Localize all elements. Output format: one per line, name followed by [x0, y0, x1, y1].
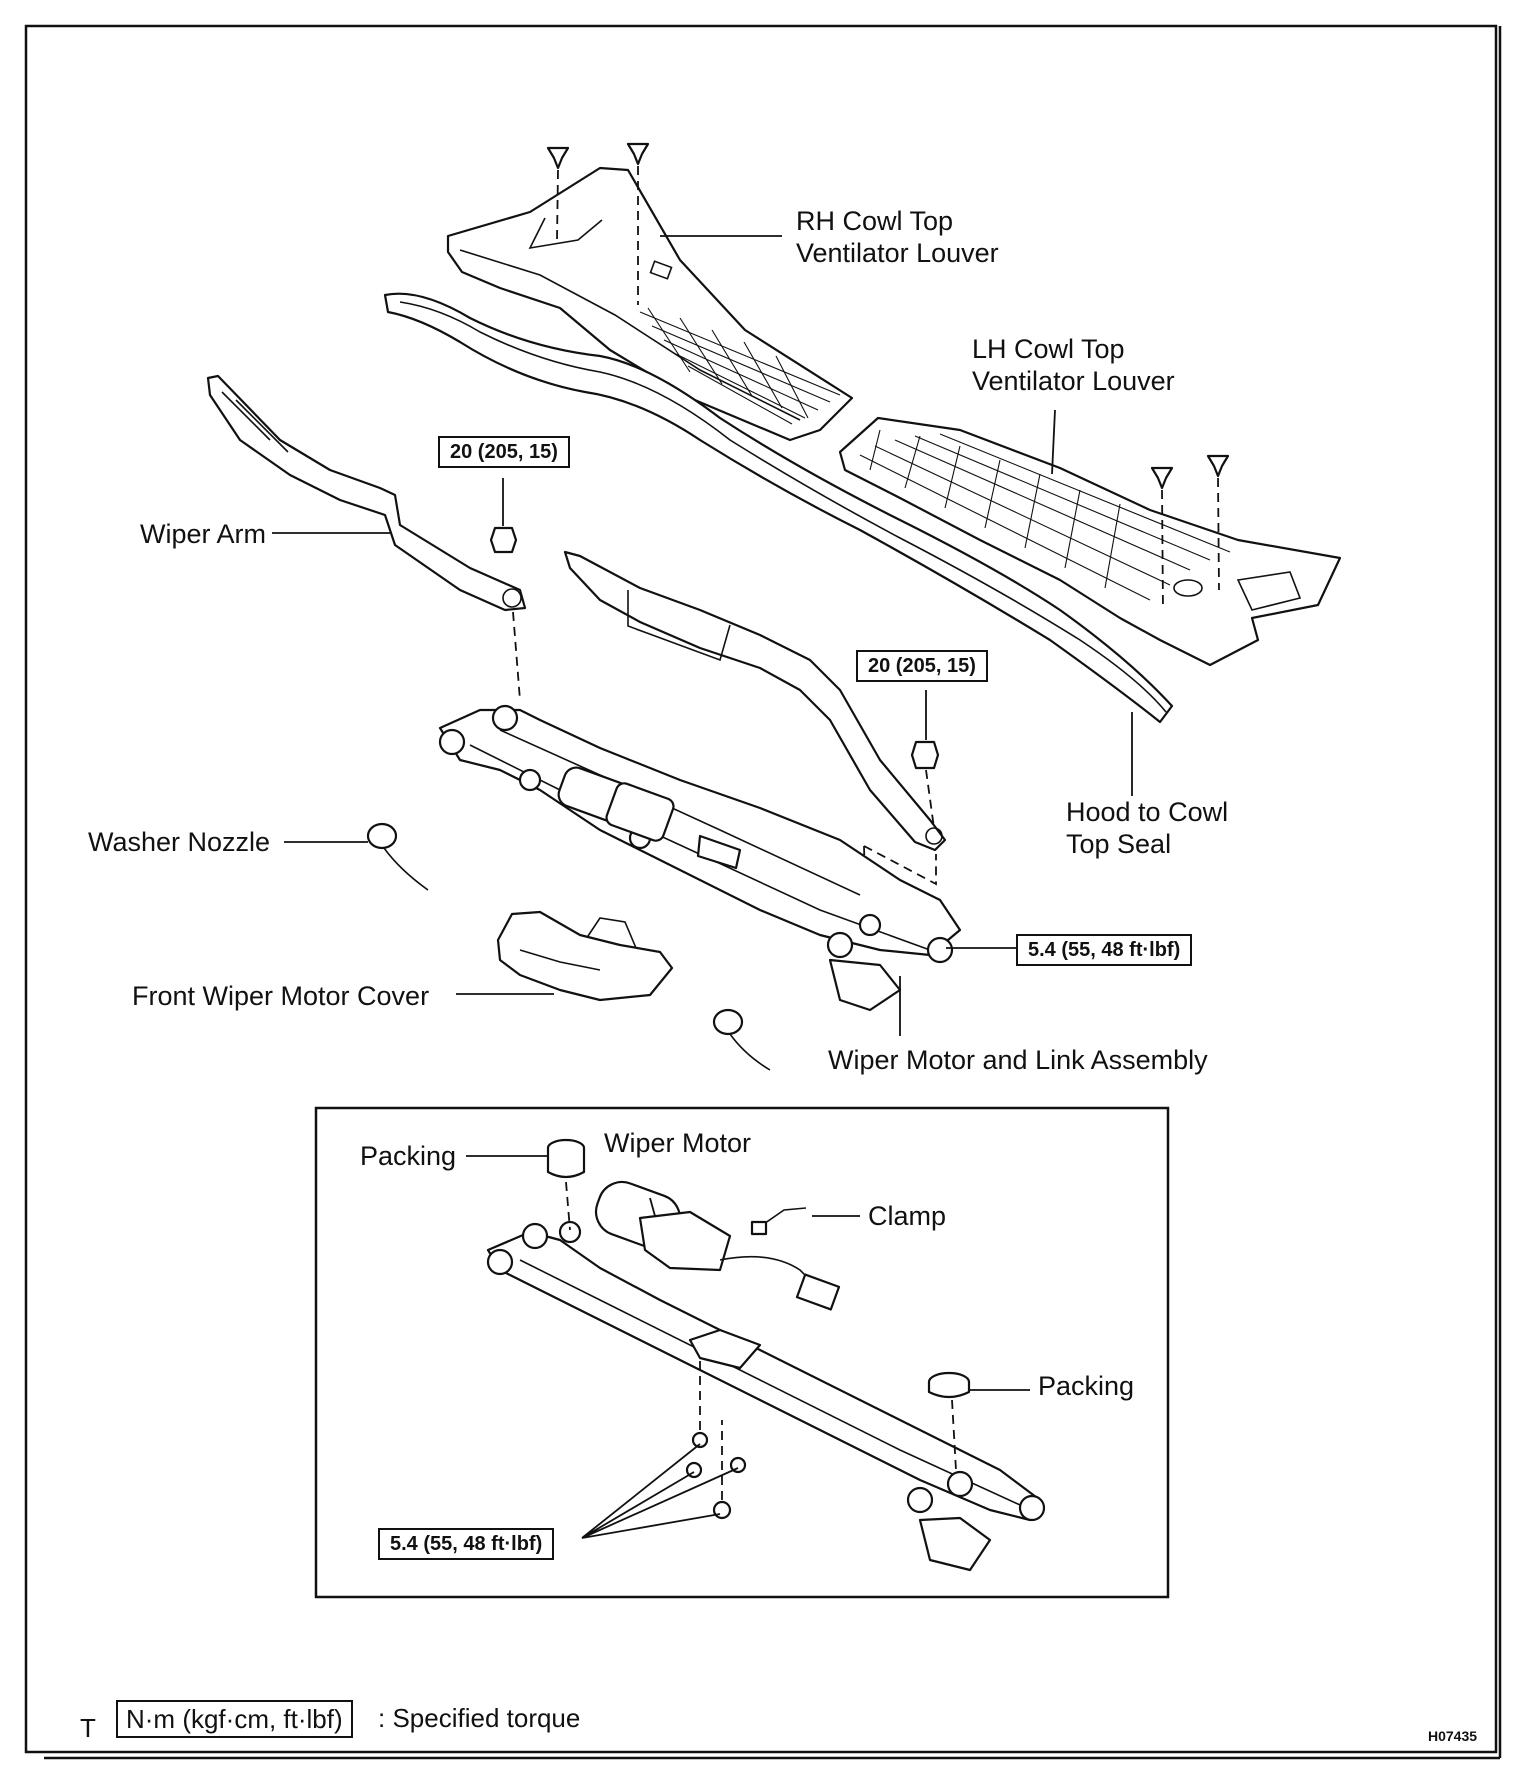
clip-rh-1 [546, 146, 570, 241]
wiper-arm-label: Wiper Arm [140, 519, 267, 549]
clip-lh-2 [1206, 454, 1230, 591]
leader-inset-wiper-motor [649, 1197, 656, 1217]
lh-louver-part [838, 416, 1342, 667]
motor-cover-part [496, 910, 674, 1002]
legend-text: : Specified torque [378, 1703, 581, 1733]
clip-rh-2 [626, 142, 650, 305]
torque-arm-left: 20 (205, 15) [438, 436, 570, 468]
inset-wiper-motor [594, 1180, 841, 1311]
figure-id: H07435 [1428, 1728, 1478, 1744]
leader-lh-louver [1051, 409, 1056, 475]
legend-torque-prefix: T [80, 1713, 96, 1743]
inset-packing-left [546, 1138, 586, 1231]
torque-link-bolt: 5.4 (55, 48 ft·lbf) [1016, 934, 1193, 966]
motor-link-assembly-label: Wiper Motor and Link Assembly [828, 1045, 1208, 1075]
wiper-arm-left-part [206, 374, 527, 612]
inset-link-assembly [486, 1220, 1046, 1572]
leader-inset-bolts [581, 1443, 739, 1539]
inset-clamp-label: Clamp [868, 1201, 947, 1231]
inset-clamp [750, 1207, 807, 1236]
rh-louver-part [446, 166, 854, 442]
motor-cover-label: Front Wiper Motor Cover [132, 981, 430, 1011]
nut-arm-left [489, 478, 521, 701]
torque-inset-bolts: 5.4 (55, 48 ft·lbf) [378, 1528, 555, 1560]
inset-packing-right [927, 1371, 971, 1471]
hood-seal-label: Hood to Cowl Top Seal [1066, 797, 1229, 859]
wiper-arm-right-part [563, 550, 947, 852]
washer-nozzle-1-part [366, 822, 429, 891]
clip-lh-1 [1150, 466, 1174, 611]
washer-nozzle-label: Washer Nozzle [88, 827, 271, 857]
torque-arm-right: 20 (205, 15) [856, 650, 988, 682]
inset-frame [314, 1106, 1170, 1599]
hood-seal-part [383, 292, 1174, 724]
legend-unit-box: N·m (kgf·cm, ft·lbf) [116, 1700, 353, 1738]
lh-louver-label: LH Cowl Top Ventilator Louver [972, 334, 1175, 396]
rh-louver-label: RH Cowl Top Ventilator Louver [796, 206, 999, 268]
link-assembly-part [438, 704, 962, 1012]
outer-frame [24, 24, 1498, 1754]
inset-packing-right-label: Packing [1038, 1371, 1135, 1401]
inset-wiper-motor-label: Wiper Motor [604, 1128, 752, 1158]
washer-nozzle-2-part [712, 1008, 771, 1071]
inset-packing-left-label: Packing [360, 1141, 457, 1171]
